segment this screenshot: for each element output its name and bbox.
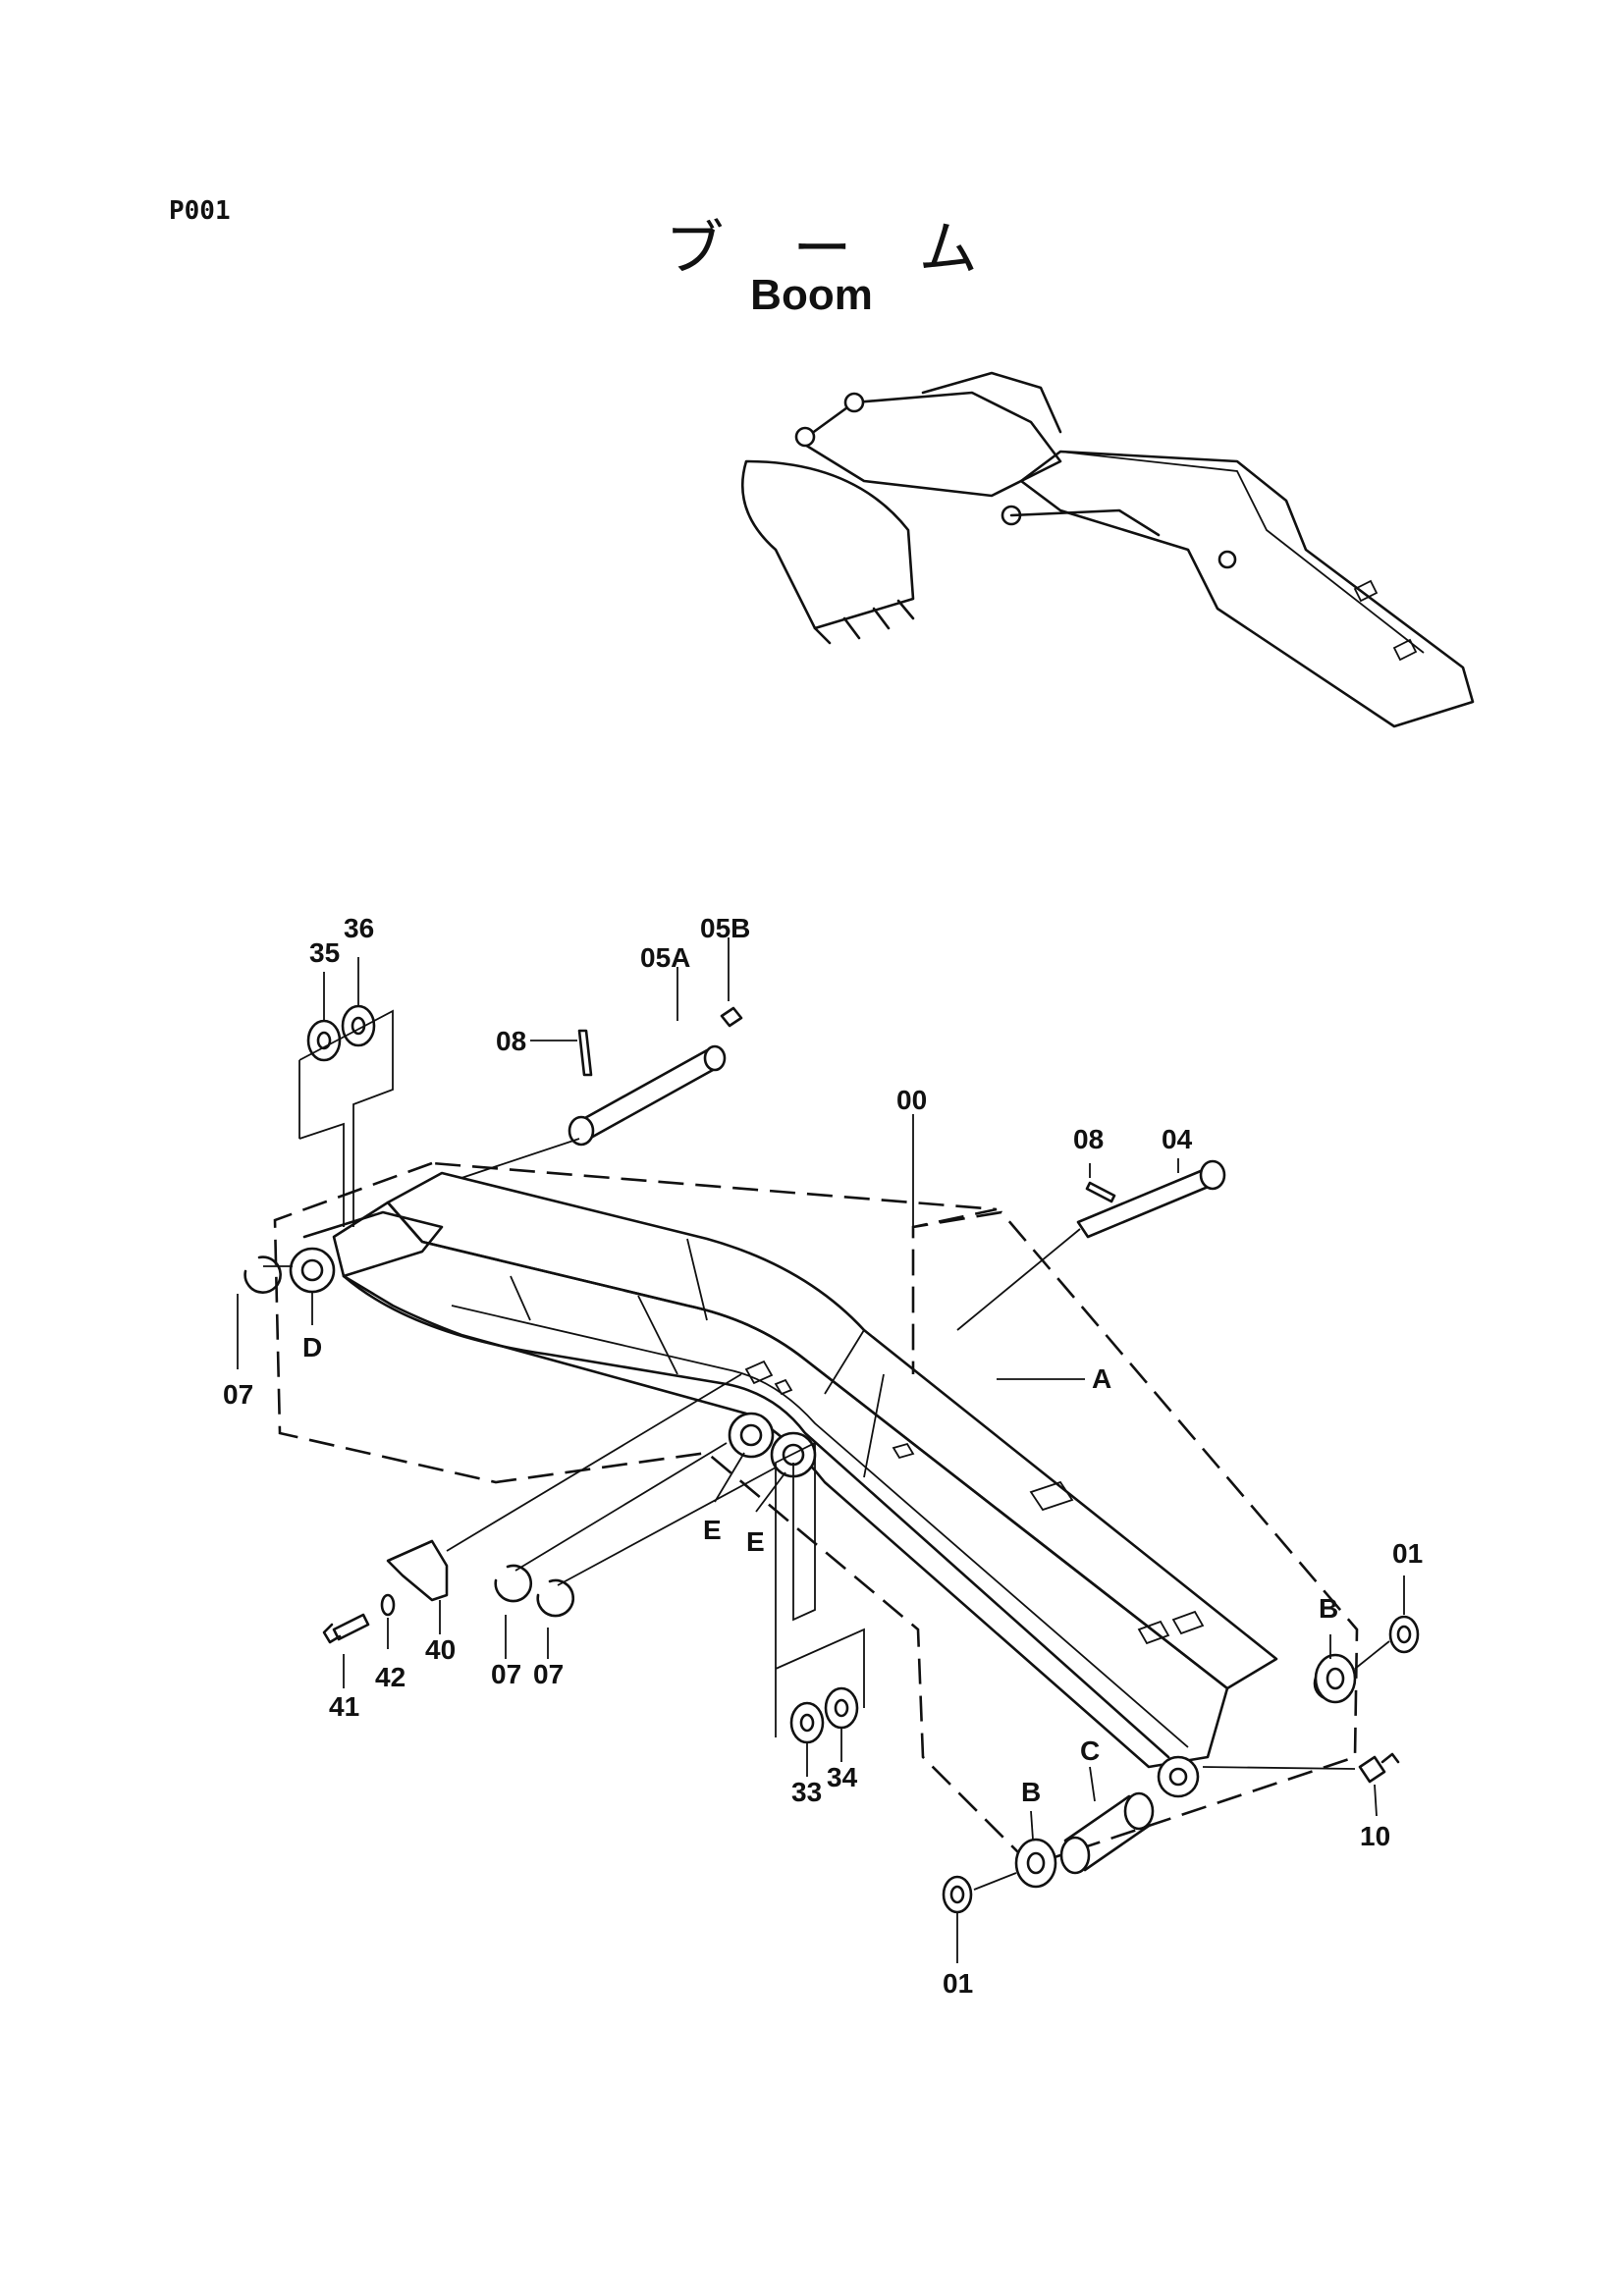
- callout-08-upper-right: 08: [1073, 1124, 1104, 1154]
- inset-excavator-illustration: [740, 371, 1475, 728]
- callout-07-left: 07: [223, 1379, 253, 1410]
- callout-A: A: [1092, 1363, 1111, 1394]
- callout-B-left: B: [1021, 1777, 1041, 1807]
- assembly-boundary: [273, 1161, 1359, 1867]
- callout-01-right: 01: [1392, 1538, 1423, 1569]
- callout-33: 33: [791, 1777, 822, 1807]
- page-code: P001: [169, 196, 231, 226]
- callout-04: 04: [1162, 1124, 1193, 1154]
- callout-36: 36: [344, 913, 374, 943]
- callout-05A: 05A: [640, 942, 690, 973]
- callout-B-right: B: [1319, 1593, 1338, 1624]
- callout-05B: 05B: [700, 913, 750, 943]
- callout-40: 40: [425, 1634, 456, 1665]
- title-english: Boom: [750, 271, 873, 319]
- callout-01-left: 01: [943, 1968, 973, 1999]
- title-japanese: ブーム: [665, 215, 1047, 284]
- callout-08-upper-left: 08: [496, 1026, 526, 1056]
- callout-D: D: [302, 1332, 322, 1362]
- callout-C: C: [1080, 1735, 1100, 1766]
- callout-34: 34: [827, 1762, 858, 1792]
- callout-42: 42: [375, 1662, 406, 1692]
- callout-10: 10: [1360, 1821, 1390, 1851]
- callout-07-middle-right: 07: [533, 1659, 564, 1689]
- callout-E-right: E: [746, 1526, 765, 1557]
- boom-body: [289, 1171, 1348, 1798]
- callout-35: 35: [309, 937, 340, 968]
- callout-00-assembly: 00: [896, 1085, 927, 1115]
- callout-07-middle-left: 07: [491, 1659, 521, 1689]
- callout-41: 41: [329, 1691, 359, 1722]
- callout-E-left: E: [703, 1515, 722, 1545]
